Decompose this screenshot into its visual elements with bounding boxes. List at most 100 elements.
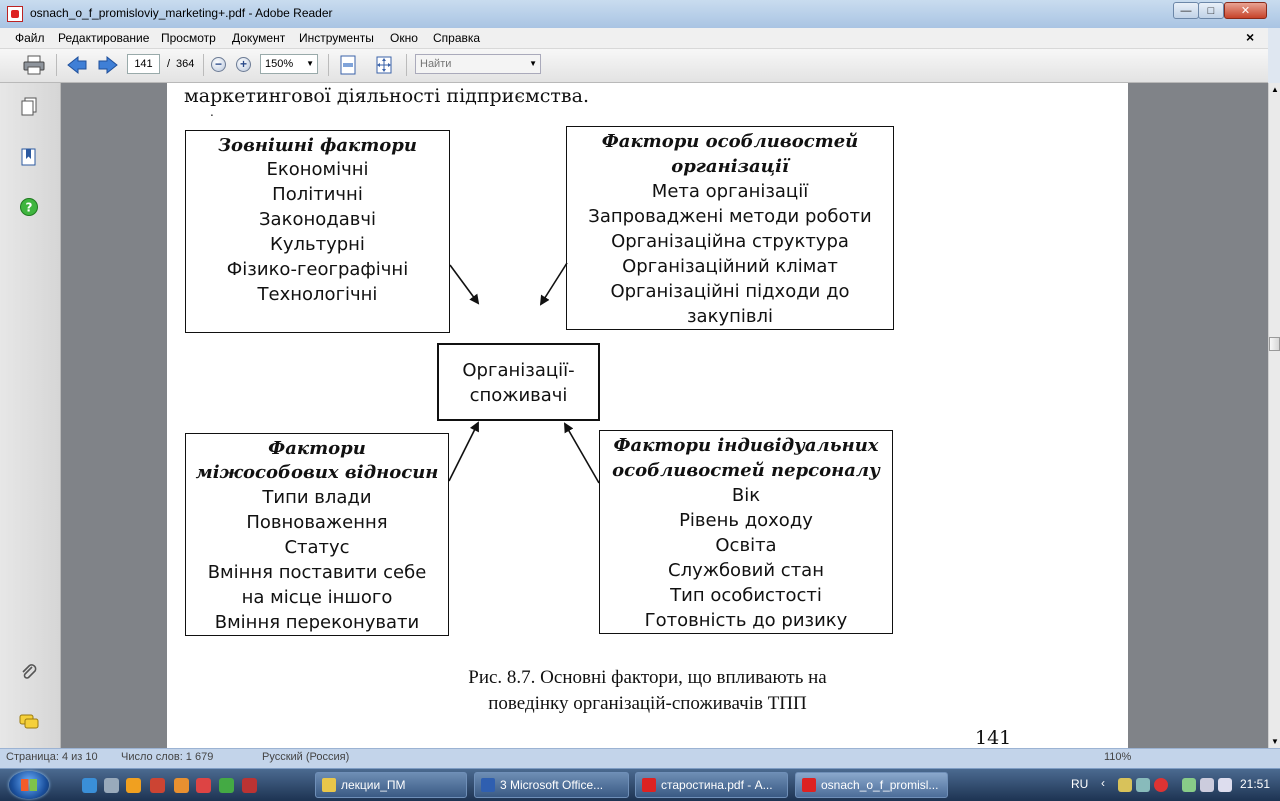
- menu-window[interactable]: Окно: [390, 31, 418, 45]
- close-button[interactable]: ✕: [1224, 2, 1267, 19]
- factor-item: Вміння переконувати: [214, 612, 420, 633]
- toolbar-separator: [406, 54, 407, 76]
- tray-app-icon[interactable]: [1136, 778, 1150, 792]
- taskbar-button-label: 3 Microsoft Office...: [500, 778, 604, 792]
- zoom-in-icon[interactable]: +: [236, 57, 251, 72]
- factor-item: закупівлі: [686, 306, 773, 327]
- find-input[interactable]: [416, 55, 534, 73]
- menu-help[interactable]: Справка: [433, 31, 481, 45]
- menu-edit[interactable]: Редактирование: [58, 31, 150, 45]
- menu-tools[interactable]: Инструменты: [299, 31, 374, 45]
- minimize-button[interactable]: —: [1173, 2, 1199, 19]
- factor-item: Рівень доходу: [679, 510, 813, 531]
- zoom-select[interactable]: 150% ▼: [260, 54, 318, 74]
- app-icon[interactable]: [242, 778, 257, 793]
- window-title: osnach_o_f_promisloviy_marketing+.pdf - …: [30, 6, 333, 20]
- maximize-button[interactable]: □: [1198, 2, 1224, 19]
- status-words: Число слов: 1 679: [121, 751, 214, 763]
- pdf-icon: [802, 778, 816, 792]
- zoom-out-glyph: −: [214, 57, 222, 71]
- page-number-input[interactable]: [127, 54, 160, 74]
- explorer-icon[interactable]: [104, 778, 119, 793]
- menu-view[interactable]: Просмотр: [161, 31, 216, 45]
- pages-icon[interactable]: [19, 97, 39, 117]
- factor-item: Типи влади: [262, 487, 372, 508]
- previous-page-icon[interactable]: [66, 55, 88, 75]
- document-area[interactable]: маркетингової діяльності підприємства. .…: [61, 83, 1268, 748]
- toolbar-separator: [203, 54, 204, 76]
- taskbar-button-lekcii[interactable]: лекции_ПМ: [315, 772, 467, 798]
- tray-app-icon[interactable]: [1118, 778, 1132, 792]
- factor-item: Готовність до ризику: [644, 610, 848, 631]
- external-factors-box: Зовнішні фактори Економічні Політичні За…: [185, 130, 450, 333]
- figure-caption: поведінку організацій-споживачів ТПП: [488, 693, 807, 714]
- factor-item: Запроваджені методи роботи: [588, 206, 872, 227]
- factor-item: Вміння поставити себе: [207, 562, 427, 583]
- chevron-down-icon[interactable]: ▼: [529, 59, 537, 68]
- ie-icon[interactable]: [82, 778, 97, 793]
- box-title: організації: [671, 156, 789, 177]
- tray-opera-icon[interactable]: [1154, 778, 1168, 792]
- zoom-out-icon[interactable]: −: [211, 57, 226, 72]
- close-icon: ✕: [1240, 5, 1251, 17]
- comments-icon[interactable]: [19, 712, 39, 732]
- clock[interactable]: 21:51: [1240, 777, 1271, 791]
- taskbar-button-starostina[interactable]: старостина.pdf - А...: [635, 772, 788, 798]
- volume-icon[interactable]: [1218, 778, 1232, 792]
- menu-document[interactable]: Документ: [232, 31, 286, 45]
- start-button[interactable]: [9, 771, 49, 799]
- opera-icon[interactable]: [150, 778, 165, 793]
- reader-icon[interactable]: [196, 778, 211, 793]
- attachments-icon[interactable]: [19, 662, 39, 682]
- arrow-interpersonal-to-center: [448, 421, 479, 482]
- page-total: 364: [176, 58, 195, 70]
- word-status-bar: Страница: 4 из 10 Число слов: 1 679 Русс…: [0, 748, 1280, 769]
- taskbar-button-label: старостина.pdf - А...: [661, 778, 773, 792]
- factor-item: Технологічні: [257, 284, 378, 305]
- box-title: міжособових відносин: [195, 462, 439, 483]
- pdf-icon: [642, 778, 656, 792]
- vertical-scrollbar[interactable]: ▲ ▼: [1268, 83, 1280, 748]
- window-frame-right: [1268, 28, 1280, 83]
- factor-item: Законодавчі: [259, 209, 376, 230]
- media-player-icon[interactable]: [126, 778, 141, 793]
- network-icon[interactable]: [1200, 778, 1214, 792]
- menu-file[interactable]: Файл: [15, 31, 45, 45]
- fit-width-icon[interactable]: [339, 55, 357, 75]
- factor-item: Організаційна структура: [611, 231, 849, 252]
- arrow-individual-to-center: [564, 422, 600, 484]
- maximize-icon: □: [1207, 5, 1215, 17]
- taskbar-button-office[interactable]: 3 Microsoft Office...: [474, 772, 629, 798]
- factor-item: Повноваження: [246, 512, 388, 533]
- next-page-icon[interactable]: [97, 55, 119, 75]
- chrome-icon[interactable]: [219, 778, 234, 793]
- tray-expand-icon[interactable]: ‹: [1101, 776, 1105, 790]
- help-icon[interactable]: ?: [19, 197, 39, 217]
- scroll-thumb[interactable]: [1269, 337, 1280, 351]
- individual-factors-box: Фактори індивідуальних особливостей перс…: [599, 430, 893, 634]
- print-icon[interactable]: [22, 55, 46, 75]
- taskbar: лекции_ПМ 3 Microsoft Office... старости…: [0, 768, 1280, 801]
- box-title: особливостей персоналу: [612, 460, 880, 481]
- factor-item: Вік: [731, 485, 761, 506]
- factor-item: Службовий стан: [668, 560, 824, 581]
- taskbar-button-osnach[interactable]: osnach_o_f_promisl...: [795, 772, 948, 798]
- interpersonal-factors-box: Фактори міжособових відносин Типи влади …: [185, 433, 449, 636]
- svg-text:?: ?: [26, 201, 33, 215]
- adobe-reader-icon: [7, 6, 23, 22]
- factor-item: на місце іншого: [241, 587, 393, 608]
- box-title: Фактори індивідуальних: [613, 435, 879, 456]
- language-indicator[interactable]: RU: [1071, 777, 1089, 791]
- bookmarks-icon[interactable]: [19, 147, 39, 167]
- scroll-up-icon[interactable]: ▲: [1271, 85, 1279, 94]
- status-language: Русский (Россия): [262, 751, 350, 763]
- tray-battery-icon[interactable]: [1182, 778, 1196, 792]
- scroll-down-icon[interactable]: ▼: [1271, 737, 1279, 746]
- toolbar-separator: [328, 54, 329, 76]
- factor-item: Економічні: [266, 159, 369, 180]
- page-separator: /: [167, 58, 171, 70]
- intro-line: маркетингової діяльності підприємства.: [184, 85, 589, 107]
- fit-page-icon[interactable]: [374, 55, 394, 75]
- close-document-icon[interactable]: ×: [1246, 29, 1255, 45]
- firefox-icon[interactable]: [174, 778, 189, 793]
